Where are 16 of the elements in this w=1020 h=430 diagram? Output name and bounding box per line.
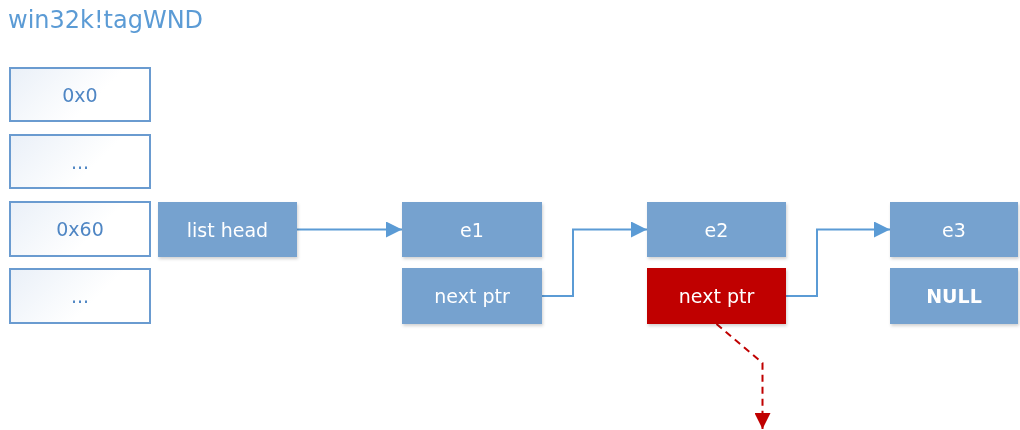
node-box: NULL (890, 268, 1018, 324)
memory-slot-box: 0x60 (9, 201, 151, 257)
node-box: list head (158, 202, 297, 257)
diagram-title: win32k!tagWND (8, 6, 204, 34)
node-box: e1 (402, 202, 542, 257)
memory-slot-box: ... (9, 134, 151, 189)
arrow (785, 221, 891, 297)
dashed-arrow (715, 323, 771, 430)
highlighted-node-box: next ptr (647, 268, 786, 324)
node-box: e2 (647, 202, 786, 257)
memory-slot-box: ... (9, 268, 151, 324)
node-box: e3 (890, 202, 1018, 257)
memory-slot-box: 0x0 (9, 67, 151, 122)
arrow (541, 221, 648, 297)
arrow (296, 221, 403, 238)
node-box: next ptr (402, 268, 542, 324)
